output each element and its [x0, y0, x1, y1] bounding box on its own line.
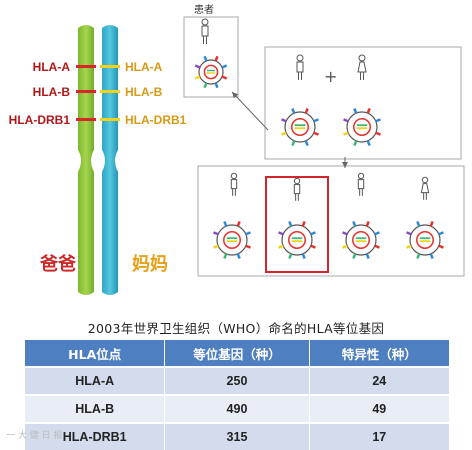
hla-inheritance-diagram: HLA-A HLA-B HLA-DRB1 HLA-A HLA-B HLA-DRB…	[9, 4, 465, 295]
mom-marker-hla-b	[100, 90, 120, 93]
dad-marker-hla-b	[76, 90, 96, 93]
children-box	[197, 165, 465, 277]
cell-hla-icon	[213, 221, 251, 259]
mom-marker-hla-drb1	[100, 118, 120, 121]
cell-alleles: 490	[164, 394, 310, 423]
figures-layer	[194, 18, 444, 259]
table-header-row: HLA位点 等位基因（种） 特异性（种）	[25, 340, 449, 367]
dad-label: 爸爸	[39, 253, 76, 275]
watermark: 一 大 健 日 报	[6, 431, 63, 441]
cell-alleles: 315	[164, 422, 310, 450]
dad-marker-hla-drb1	[76, 118, 96, 121]
cell-locus: HLA-B	[25, 394, 166, 423]
patient-label: 患者	[194, 4, 214, 16]
header-locus: HLA位点	[25, 340, 166, 367]
mom-label-hla-a: HLA-A	[125, 60, 163, 74]
mom-label-hla-b: HLA-B	[125, 85, 163, 99]
cell-alleles: 250	[164, 366, 310, 395]
cell-hla-icon	[278, 221, 316, 259]
person-icon	[296, 54, 304, 80]
cell-specificity: 17	[309, 422, 449, 450]
arrow-icon	[231, 91, 269, 131]
hla-allele-table: HLA位点 等位基因（种） 特异性（种） HLA-A 250 24 HLA-B …	[25, 340, 449, 450]
table-row: HLA-A 250 24	[25, 366, 449, 395]
dad-marker-hla-a	[76, 65, 96, 68]
cell-hla-icon	[406, 221, 444, 259]
cell-hla-icon	[342, 221, 380, 259]
header-alleles: 等位基因（种）	[164, 340, 310, 367]
person-icon	[293, 177, 301, 201]
person-icon	[230, 172, 238, 196]
cell-locus: HLA-DRB1	[25, 422, 166, 450]
cell-hla-icon	[194, 55, 228, 89]
person-icon	[201, 18, 209, 44]
mom-label: 妈妈	[132, 254, 168, 275]
plus-sign: +	[324, 67, 337, 86]
cell-hla-icon	[281, 108, 319, 146]
patient-box	[183, 16, 239, 98]
cell-specificity: 49	[309, 394, 449, 423]
mom-marker-hla-a	[100, 65, 120, 68]
header-specificity: 特异性（种）	[309, 340, 449, 367]
table-row: HLA-B 490 49	[25, 394, 449, 423]
table-row: HLA-DRB1 315 17	[25, 422, 449, 450]
dad-label-hla-drb1: HLA-DRB1	[9, 113, 71, 127]
matched-child-highlight	[265, 176, 329, 273]
table-title: 2003年世界卫生组织（WHO）命名的HLA等位基因	[87, 321, 385, 336]
cell-specificity: 24	[309, 366, 449, 395]
cell-hla-icon	[343, 108, 381, 146]
person-icon	[420, 176, 430, 200]
person-icon	[357, 172, 365, 196]
mom-label-hla-drb1: HLA-DRB1	[125, 113, 187, 127]
person-icon	[357, 54, 367, 80]
dad-label-hla-b: HLA-B	[33, 85, 71, 99]
cell-locus: HLA-A	[25, 366, 166, 395]
dad-label-hla-a: HLA-A	[33, 60, 71, 74]
